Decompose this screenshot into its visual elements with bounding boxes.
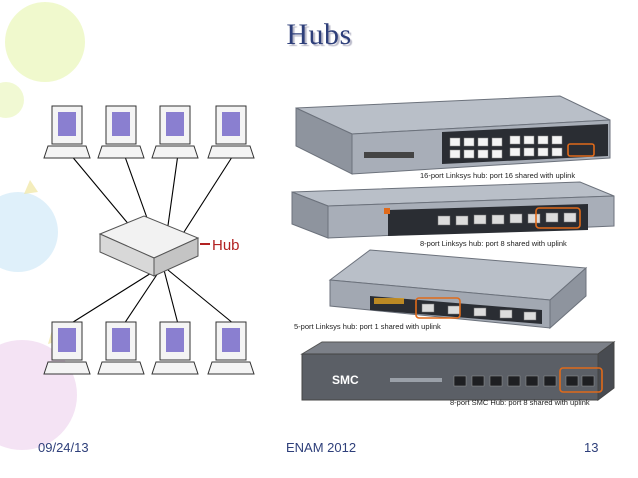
hub-8-port-smc-caption: 8-port SMC Hub: port 8 shared with uplin… [450,398,590,407]
computer-icon [43,321,91,375]
footer-date: 09/24/13 [38,440,89,455]
computer-icon [207,105,255,159]
hub-8-port-linksys-caption: 8-port Linksys hub: port 8 shared with u… [420,239,567,248]
computer-icon [43,105,91,159]
hub-label: Hub [212,237,240,254]
hub-5-port-caption: 5-port Linksys hub: port 1 shared with u… [294,322,441,331]
smc-logo: SMC [332,373,359,387]
hub-5-port-image [324,246,590,330]
slide-title: Hubs [286,18,352,51]
computer-icon [207,321,255,375]
footer-center: ENAM 2012 [286,440,357,455]
computer-icon [151,105,199,159]
hub-16-port-caption: 16-port Linksys hub: port 16 shared with… [420,171,576,180]
computer-icon [97,105,145,159]
hub-icon [98,215,200,277]
page-number: 13 [584,440,599,455]
star-network-diagram: Hub [43,105,255,375]
hub-8-port-smc-image: SMC [298,338,616,402]
computer-icon [97,321,145,375]
computer-icon [151,321,199,375]
hub-16-port-image [292,94,612,176]
hub-8-port-linksys-image [288,180,616,242]
